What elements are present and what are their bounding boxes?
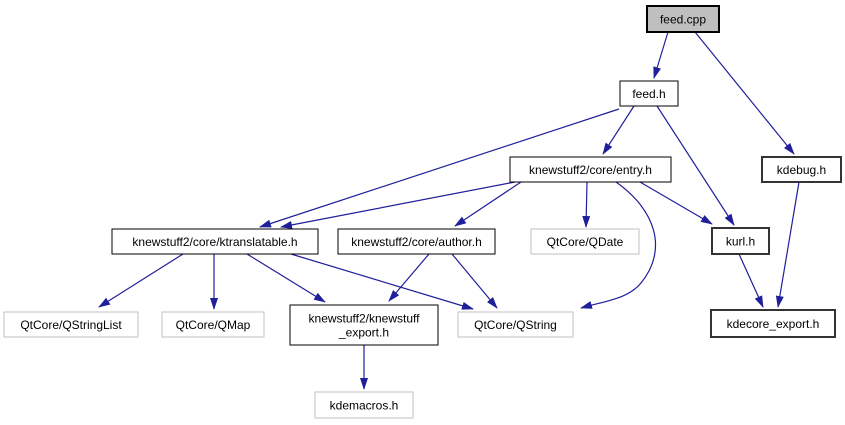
node-label-knewstuff-export-h-line1: knewstuff2/knewstuff — [309, 312, 421, 326]
node-box-qstringlist — [3, 311, 139, 338]
node-kdemacros-h[interactable]: kdemacros.h — [314, 391, 414, 419]
node-label-feed-cpp: feed.cpp — [660, 13, 706, 27]
edge-entry-h-to-qstring — [580, 181, 657, 309]
edge-author-h-to-knewstuff-export-h — [388, 253, 430, 302]
edge-author-h-to-qstring — [451, 253, 498, 309]
edge-feed-h-to-ktranslatable-h — [259, 108, 620, 228]
node-label-kdemacros-h: kdemacros.h — [330, 399, 399, 413]
node-label-feed-h: feed.h — [632, 87, 665, 101]
edge-ktranslatable-h-to-knewstuff-export-h — [246, 253, 326, 303]
node-box-qdate — [530, 228, 640, 255]
node-kdebug-h[interactable]: kdebug.h — [761, 156, 842, 183]
node-label-qmap: QtCore/QMap — [176, 318, 251, 332]
node-qstring[interactable]: QtCore/QString — [457, 311, 574, 338]
node-box-kdebug-h — [761, 156, 842, 183]
node-label-entry-h: knewstuff2/core/entry.h — [529, 163, 652, 177]
edge-entry-h-to-qdate — [582, 181, 591, 228]
edge-feed-h-to-kurl-h — [656, 105, 735, 226]
node-qstringlist[interactable]: QtCore/QStringList — [3, 311, 139, 338]
node-kdecore-export-h[interactable]: kdecore_export.h — [710, 309, 836, 338]
node-box-feed-h — [619, 80, 679, 107]
node-knewstuff-export-h[interactable]: knewstuff2/knewstuff_export.h — [289, 304, 439, 346]
node-label-qstringlist: QtCore/QStringList — [20, 318, 122, 332]
node-label-kdecore-export-h: kdecore_export.h — [727, 317, 820, 331]
node-label-kdebug-h: kdebug.h — [777, 163, 826, 177]
node-label-knewstuff-export-h-line2: _export.h — [338, 326, 389, 340]
edge-kurl-h-to-kdecore-export-h — [738, 253, 764, 308]
node-qmap[interactable]: QtCore/QMap — [161, 311, 265, 338]
node-feed-cpp[interactable]: feed.cpp — [646, 5, 720, 33]
node-feed-h[interactable]: feed.h — [619, 80, 679, 107]
node-author-h[interactable]: knewstuff2/core/author.h — [337, 228, 496, 255]
node-label-author-h: knewstuff2/core/author.h — [351, 235, 482, 249]
node-label-ktranslatable-h: knewstuff2/core/ktranslatable.h — [132, 235, 297, 249]
node-box-author-h — [337, 228, 496, 255]
edge-entry-h-to-author-h — [454, 181, 522, 227]
edge-feed-cpp-to-kdebug-h — [694, 31, 795, 155]
node-box-qmap — [161, 311, 265, 338]
edge-kdebug-h-to-kdecore-export-h — [775, 181, 800, 308]
node-qdate[interactable]: QtCore/QDate — [530, 228, 640, 255]
node-box-kdemacros-h — [314, 391, 414, 419]
node-label-kurl-h: kurl.h — [726, 235, 755, 249]
edge-ktranslatable-h-to-qstring — [290, 253, 474, 310]
edge-feed-cpp-to-feed-h — [653, 31, 669, 79]
node-box-kdecore-export-h — [710, 309, 836, 338]
node-ktranslatable-h[interactable]: knewstuff2/core/ktranslatable.h — [111, 228, 319, 255]
node-box-ktranslatable-h — [111, 228, 319, 255]
node-kurl-h[interactable]: kurl.h — [711, 227, 770, 255]
node-box-entry-h — [509, 156, 672, 183]
node-label-qstring: QtCore/QString — [474, 318, 557, 332]
node-box-feed-cpp — [646, 5, 720, 33]
node-box-knewstuff-export-h — [289, 304, 439, 346]
node-entry-h[interactable]: knewstuff2/core/entry.h — [509, 156, 672, 183]
node-box-kurl-h — [711, 227, 770, 255]
node-label-qdate: QtCore/QDate — [547, 235, 624, 249]
node-box-qstring — [457, 311, 574, 338]
edge-feed-h-to-entry-h — [602, 105, 635, 155]
edge-entry-h-to-kurl-h — [639, 181, 713, 225]
edge-entry-h-to-ktranslatable-h — [280, 181, 516, 229]
edge-ktranslatable-h-to-qstringlist — [98, 253, 184, 308]
